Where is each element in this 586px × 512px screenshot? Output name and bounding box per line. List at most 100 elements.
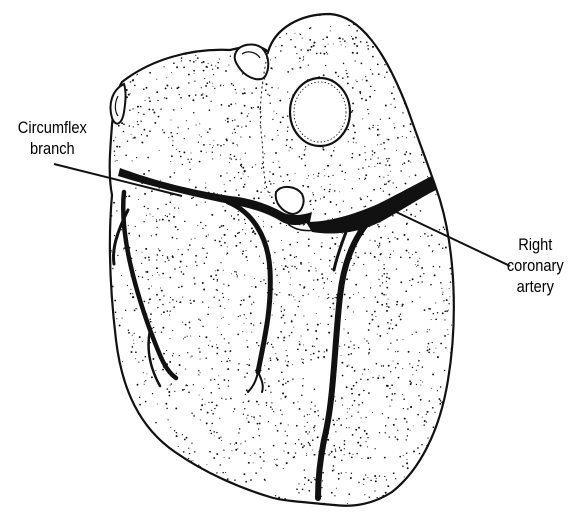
stipple-dot — [416, 12, 418, 14]
stipple-dot — [427, 411, 429, 413]
stipple-dot — [366, 41, 368, 43]
stipple-dot — [396, 301, 398, 303]
stipple-dot — [442, 199, 443, 200]
stipple-dot — [273, 202, 275, 204]
stipple-dot — [435, 124, 437, 126]
stipple-dot — [218, 384, 219, 385]
stipple-dot — [327, 298, 328, 299]
stipple-dot — [352, 52, 354, 54]
stipple-dot — [247, 346, 249, 348]
stipple-dot — [187, 159, 188, 160]
stipple-dot — [113, 202, 115, 204]
stipple-dot — [316, 270, 317, 271]
stipple-dot — [385, 226, 386, 227]
stipple-dot — [178, 207, 179, 208]
stipple-dot — [132, 34, 133, 35]
stipple-dot — [350, 12, 351, 13]
stipple-dot — [167, 388, 169, 390]
stipple-dot — [142, 21, 144, 23]
stipple-dot — [232, 120, 233, 121]
stipple-dot — [130, 474, 132, 476]
stipple-dot — [359, 154, 361, 156]
stipple-dot — [398, 316, 400, 318]
stipple-dot — [341, 362, 343, 364]
stipple-dot — [148, 97, 150, 99]
stipple-dot — [372, 127, 373, 128]
stipple-dot — [206, 95, 208, 97]
stipple-dot — [246, 500, 248, 502]
stipple-dot — [280, 21, 281, 22]
stipple-dot — [441, 484, 442, 485]
stipple-dot — [228, 42, 230, 44]
stipple-dot — [455, 438, 456, 439]
stipple-dot — [162, 327, 164, 329]
stipple-dot — [223, 144, 224, 145]
stipple-dot — [302, 362, 304, 364]
stipple-dot — [178, 127, 179, 128]
stipple-dot — [214, 408, 215, 409]
stipple-dot — [435, 475, 436, 476]
stipple-dot — [145, 476, 146, 477]
stipple-dot — [430, 284, 432, 286]
stipple-dot — [419, 453, 421, 455]
stipple-dot — [250, 479, 252, 481]
stipple-dot — [449, 121, 451, 123]
stipple-dot — [203, 289, 205, 291]
stipple-dot — [189, 179, 190, 180]
stipple-dot — [375, 480, 377, 482]
stipple-dot — [109, 382, 111, 384]
stipple-dot — [304, 165, 306, 167]
stipple-dot — [152, 275, 153, 276]
stipple-dot — [336, 237, 337, 238]
stipple-dot — [110, 59, 111, 60]
stipple-dot — [219, 388, 220, 389]
stipple-dot — [289, 150, 290, 151]
stipple-dot — [397, 363, 399, 365]
stipple-dot — [391, 500, 392, 501]
stipple-dot — [157, 307, 158, 308]
stipple-dot — [186, 120, 187, 121]
stipple-dot — [433, 313, 434, 314]
stipple-dot — [275, 57, 276, 58]
stipple-dot — [299, 408, 301, 410]
stipple-dot — [169, 315, 170, 316]
stipple-dot — [307, 324, 308, 325]
stipple-dot — [108, 79, 109, 80]
stipple-dot — [340, 449, 342, 451]
stipple-dot — [439, 436, 441, 438]
stipple-dot — [411, 382, 412, 383]
stipple-dot — [377, 301, 379, 303]
stipple-dot — [315, 200, 317, 202]
stipple-dot — [231, 273, 232, 274]
stipple-dot — [333, 469, 334, 470]
stipple-dot — [134, 85, 136, 87]
stipple-dot — [244, 88, 245, 89]
stipple-dot — [346, 472, 347, 473]
stipple-dot — [191, 412, 192, 413]
stipple-dot — [277, 430, 279, 432]
stipple-dot — [347, 332, 349, 334]
stipple-dot — [314, 389, 315, 390]
stipple-dot — [182, 41, 184, 43]
stipple-dot — [252, 437, 254, 439]
stipple-dot — [183, 67, 185, 69]
stipple-dot — [377, 163, 378, 164]
stipple-dot — [309, 49, 311, 51]
stipple-dot — [276, 46, 277, 47]
stipple-dot — [206, 256, 208, 258]
stipple-dot — [128, 232, 130, 234]
stipple-dot — [383, 273, 385, 275]
stipple-dot — [446, 299, 448, 301]
stipple-dot — [251, 107, 253, 109]
stipple-dot — [435, 438, 436, 439]
stipple-dot — [141, 458, 142, 459]
stipple-dot — [435, 194, 436, 195]
stipple-dot — [288, 294, 290, 296]
stipple-dot — [169, 302, 170, 303]
stipple-dot — [439, 229, 440, 230]
stipple-dot — [459, 445, 460, 446]
stipple-dot — [407, 238, 409, 240]
stipple-dot — [113, 15, 114, 16]
stipple-dot — [396, 187, 397, 188]
stipple-dot — [202, 247, 203, 248]
